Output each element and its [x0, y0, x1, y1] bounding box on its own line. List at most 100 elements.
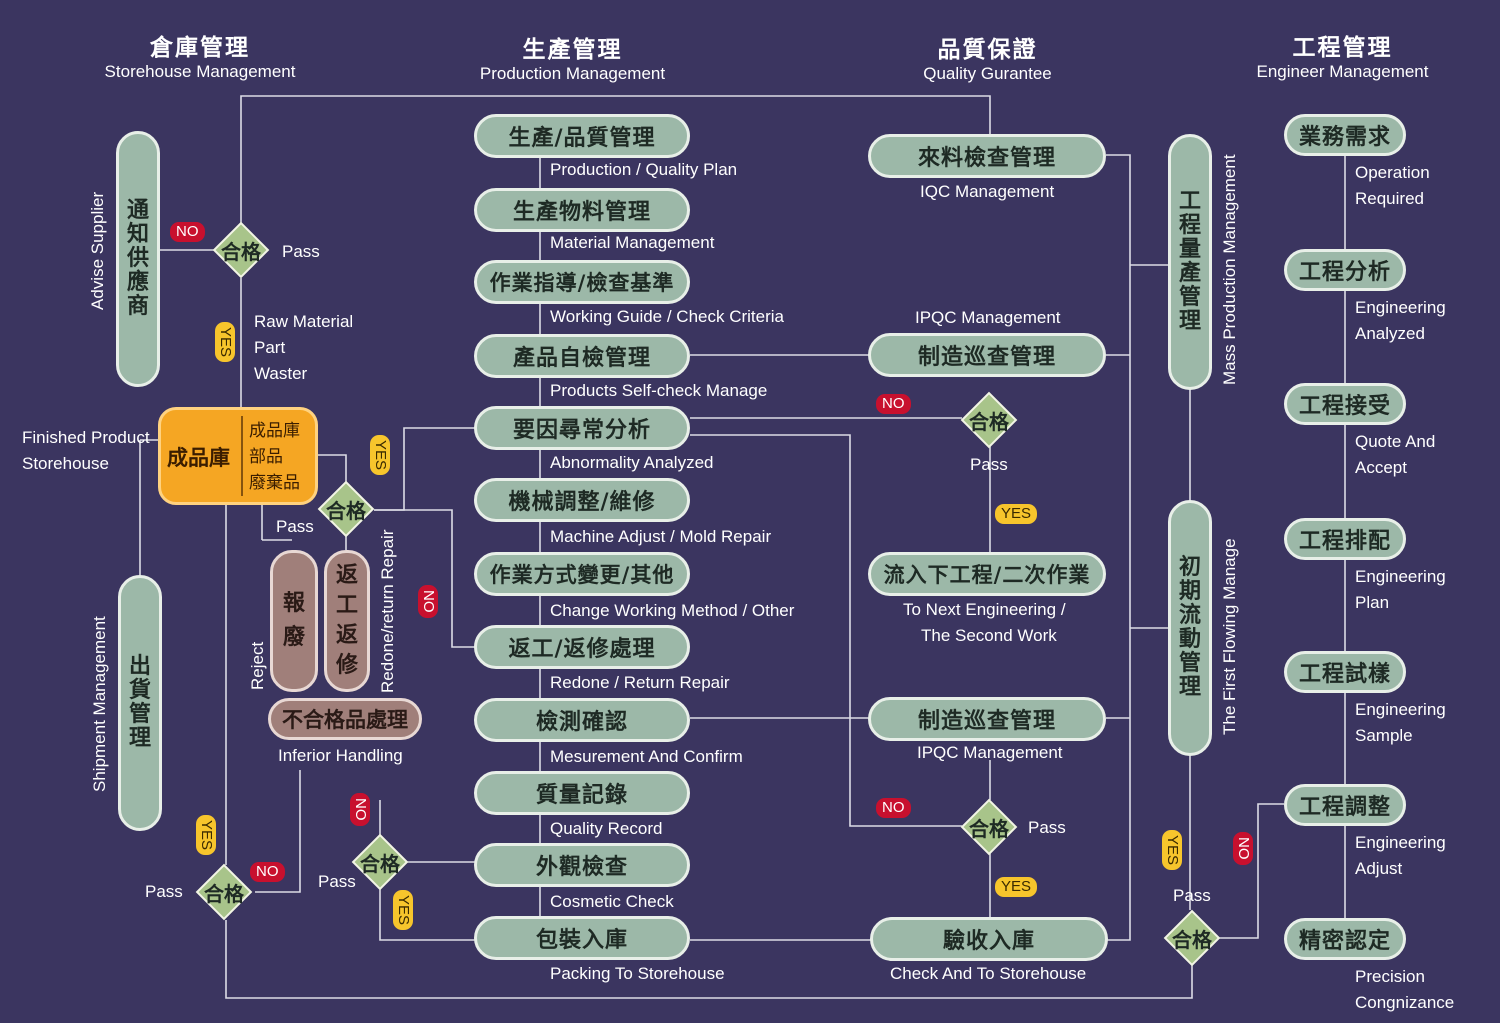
step-packing-en: Packing To Storehouse — [550, 964, 725, 983]
step-operation-required: 業務需求 — [1284, 114, 1406, 156]
header-storehouse-en: Storehouse Management — [104, 62, 296, 81]
step-next-engineering-en2: The Second Work — [921, 626, 1057, 645]
finished-list-item: 部品 — [249, 447, 283, 467]
step-precision-congnizance-en1: Precision — [1355, 967, 1425, 986]
diamond-label: 合格 — [204, 881, 244, 906]
step-next-engineering: 流入下工程/二次作業 — [868, 552, 1106, 596]
finished-en1: Finished Product — [22, 428, 150, 447]
step-quote-accept-en2: Accept — [1355, 458, 1407, 477]
mass-production-zh: 工程量產管理 — [1178, 189, 1201, 334]
header-storehouse: 倉庫管理 Storehouse Management — [100, 28, 300, 82]
step-engineering-sample-en1: Engineering — [1355, 700, 1446, 719]
step-engineering-plan-en1: Engineering — [1355, 567, 1446, 586]
mass-production-en: Mass Production Management — [1220, 154, 1239, 385]
pass-label: Pass — [1173, 886, 1211, 905]
step-engineering-sample: 工程試樣 — [1284, 651, 1406, 693]
step-precision-congnizance-en2: Congnizance — [1355, 993, 1455, 1012]
step-check-storehouse: 驗收入庫 — [870, 917, 1108, 961]
step-engineering-adjust-en2: Adjust — [1355, 859, 1403, 878]
reject-en: Reject — [248, 641, 267, 690]
pass-diamond-bottom-left: 合格 — [195, 863, 253, 921]
diamond-label: 合格 — [326, 498, 366, 523]
shipment-box: 出貨管理 — [118, 575, 162, 831]
inferior-handling-en: Inferior Handling — [278, 746, 403, 765]
step-production-quality-plan-en: Production / Quality Plan — [550, 160, 738, 179]
step-abnormality-en: Abnormality Analyzed — [550, 453, 714, 472]
mass-production-box: 工程量產管理 — [1168, 134, 1212, 390]
step-cosmetic-check: 外觀檢查 — [474, 843, 690, 887]
pass-label: Pass — [970, 455, 1008, 474]
step-working-guide-en: Working Guide / Check Criteria — [550, 307, 784, 326]
pass-diamond-quality-top: 合格 — [960, 391, 1018, 449]
step-ipqc1-en: IPQC Management — [915, 308, 1061, 327]
step-abnormality: 要因尋常分析 — [474, 406, 690, 450]
yes-tag: YES — [393, 890, 413, 931]
no-tag: NO — [170, 222, 205, 242]
header-quality: 品質保證 Quality Gurantee — [900, 30, 1075, 84]
finished-en2: Storehouse — [22, 454, 109, 473]
step-production-quality-plan: 生產/品質管理 — [474, 114, 690, 158]
step-engineering-adjust-en1: Engineering — [1355, 833, 1446, 852]
header-engineer-en: Engineer Management — [1256, 62, 1429, 81]
finished-zh: 成品庫 — [167, 446, 230, 470]
step-measurement-en: Mesurement And Confirm — [550, 747, 743, 766]
step-packing: 包裝入庫 — [474, 916, 690, 960]
step-redone: 返工/返修處理 — [474, 625, 690, 669]
pass-diamond-supplier: 合格 — [212, 221, 270, 279]
step-engineering-adjust: 工程調整 — [1284, 784, 1406, 826]
step-engineering-analyzed-en1: Engineering — [1355, 298, 1446, 317]
pass-label: Pass — [276, 517, 314, 536]
step-machine-adjust-en: Machine Adjust / Mold Repair — [550, 527, 772, 546]
step-operation-required-en2: Required — [1355, 189, 1424, 208]
first-flowing-en: The First Flowing Manage — [1220, 538, 1239, 735]
step-cosmetic-check-en: Cosmetic Check — [550, 892, 674, 911]
step-material: 生產物料管理 — [474, 188, 690, 232]
step-operation-required-en1: Operation — [1355, 163, 1430, 182]
step-precision-congnizance: 精密認定 — [1284, 918, 1406, 960]
step-next-engineering-en1: To Next Engineering / — [903, 600, 1066, 619]
pass-label: Pass — [1028, 818, 1066, 837]
step-iqc: 來料檢查管理 — [868, 134, 1106, 178]
yes-tag: YES — [370, 435, 390, 476]
step-engineering-sample-en2: Sample — [1355, 726, 1413, 745]
step-engineering-analyzed: 工程分析 — [1284, 249, 1406, 291]
shipment-zh: 出貨管理 — [128, 654, 151, 751]
pass-diamond-finished: 合格 — [317, 480, 375, 538]
no-tag: NO — [418, 585, 438, 618]
finished-list-item: 成品庫 — [249, 421, 300, 441]
step-quality-record: 質量記錄 — [474, 771, 690, 815]
header-quality-zh: 品質保證 — [937, 37, 1038, 63]
step-quote-accept-en1: Quote And — [1355, 432, 1436, 451]
finished-list: 成品庫 部品 廢棄品 — [249, 418, 300, 496]
part-label: Part — [254, 338, 286, 357]
shipment-en: Shipment Management — [90, 616, 109, 792]
pass-diamond-cosmetic: 合格 — [351, 833, 409, 891]
diamond-label: 合格 — [969, 409, 1009, 434]
yes-tag: YES — [995, 877, 1038, 897]
no-tag: NO — [876, 798, 911, 818]
no-tag: NO — [250, 862, 285, 882]
finished-product-storehouse: 成品庫 成品庫 部品 廢棄品 — [158, 407, 318, 505]
reject-box: 報廢 — [270, 550, 318, 692]
no-tag: NO — [876, 394, 911, 414]
step-self-check-en: Products Self-check Manage — [550, 381, 768, 400]
header-production: 生產管理 Production Management — [470, 30, 675, 84]
yes-tag: YES — [196, 815, 216, 856]
diamond-label: 合格 — [1172, 927, 1212, 952]
header-production-en: Production Management — [479, 64, 666, 83]
inferior-handling-box: 不合格品處理 — [268, 698, 422, 740]
step-quote-accept: 工程接受 — [1284, 383, 1406, 425]
header-storehouse-zh: 倉庫管理 — [150, 35, 250, 61]
redone-box: 返工返修 — [324, 550, 370, 692]
step-iqc-en: IQC Management — [920, 182, 1055, 201]
header-engineer-zh: 工程管理 — [1292, 35, 1393, 61]
step-ipqc1: 制造巡查管理 — [868, 333, 1106, 377]
step-change-method-en: Change Working Method / Other — [550, 601, 795, 620]
finished-list-item: 廢棄品 — [249, 473, 300, 493]
yes-tag: YES — [1162, 830, 1182, 871]
waster-label: Waster — [254, 364, 308, 383]
diamond-label: 合格 — [360, 851, 400, 876]
no-tag: NO — [1233, 832, 1253, 865]
